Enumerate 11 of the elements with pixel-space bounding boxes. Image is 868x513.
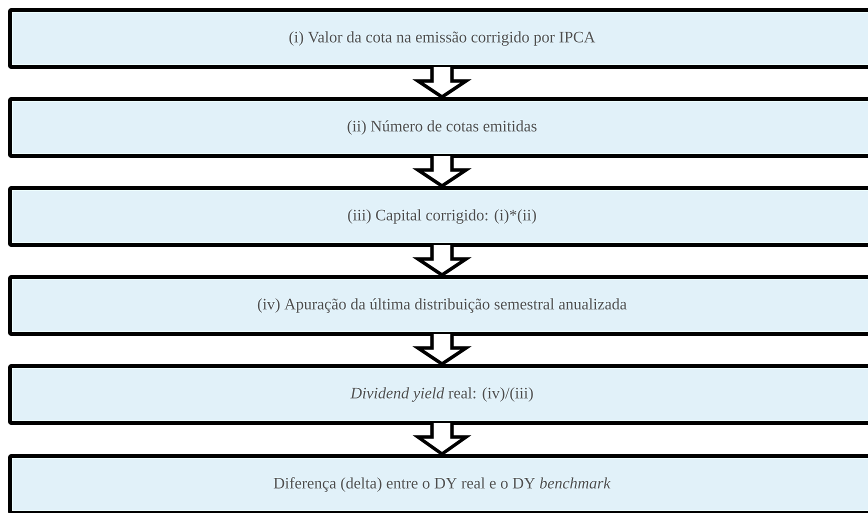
- process-box: Diferença (delta) entre o DY real e o DY benchmark: [8, 454, 868, 513]
- block-arrow: [412, 65, 472, 100]
- process-box: (i) Valor da cota na emissão corrigido por IPCA: [8, 8, 868, 69]
- block-arrow: [412, 243, 472, 278]
- process-box: (iv) Apuração da última distribuição semestral anualizada: [8, 275, 868, 336]
- block-arrow: [412, 421, 472, 456]
- block-arrow: [412, 332, 472, 366]
- process-box: (ii) Número de cotas emitidas: [8, 97, 868, 158]
- process-box: (iii) Capital corrigido: (i)*(ii): [8, 186, 868, 247]
- block-arrow: [412, 154, 472, 188]
- process-box: Dividend yield real: (iv)/(iii): [8, 364, 868, 425]
